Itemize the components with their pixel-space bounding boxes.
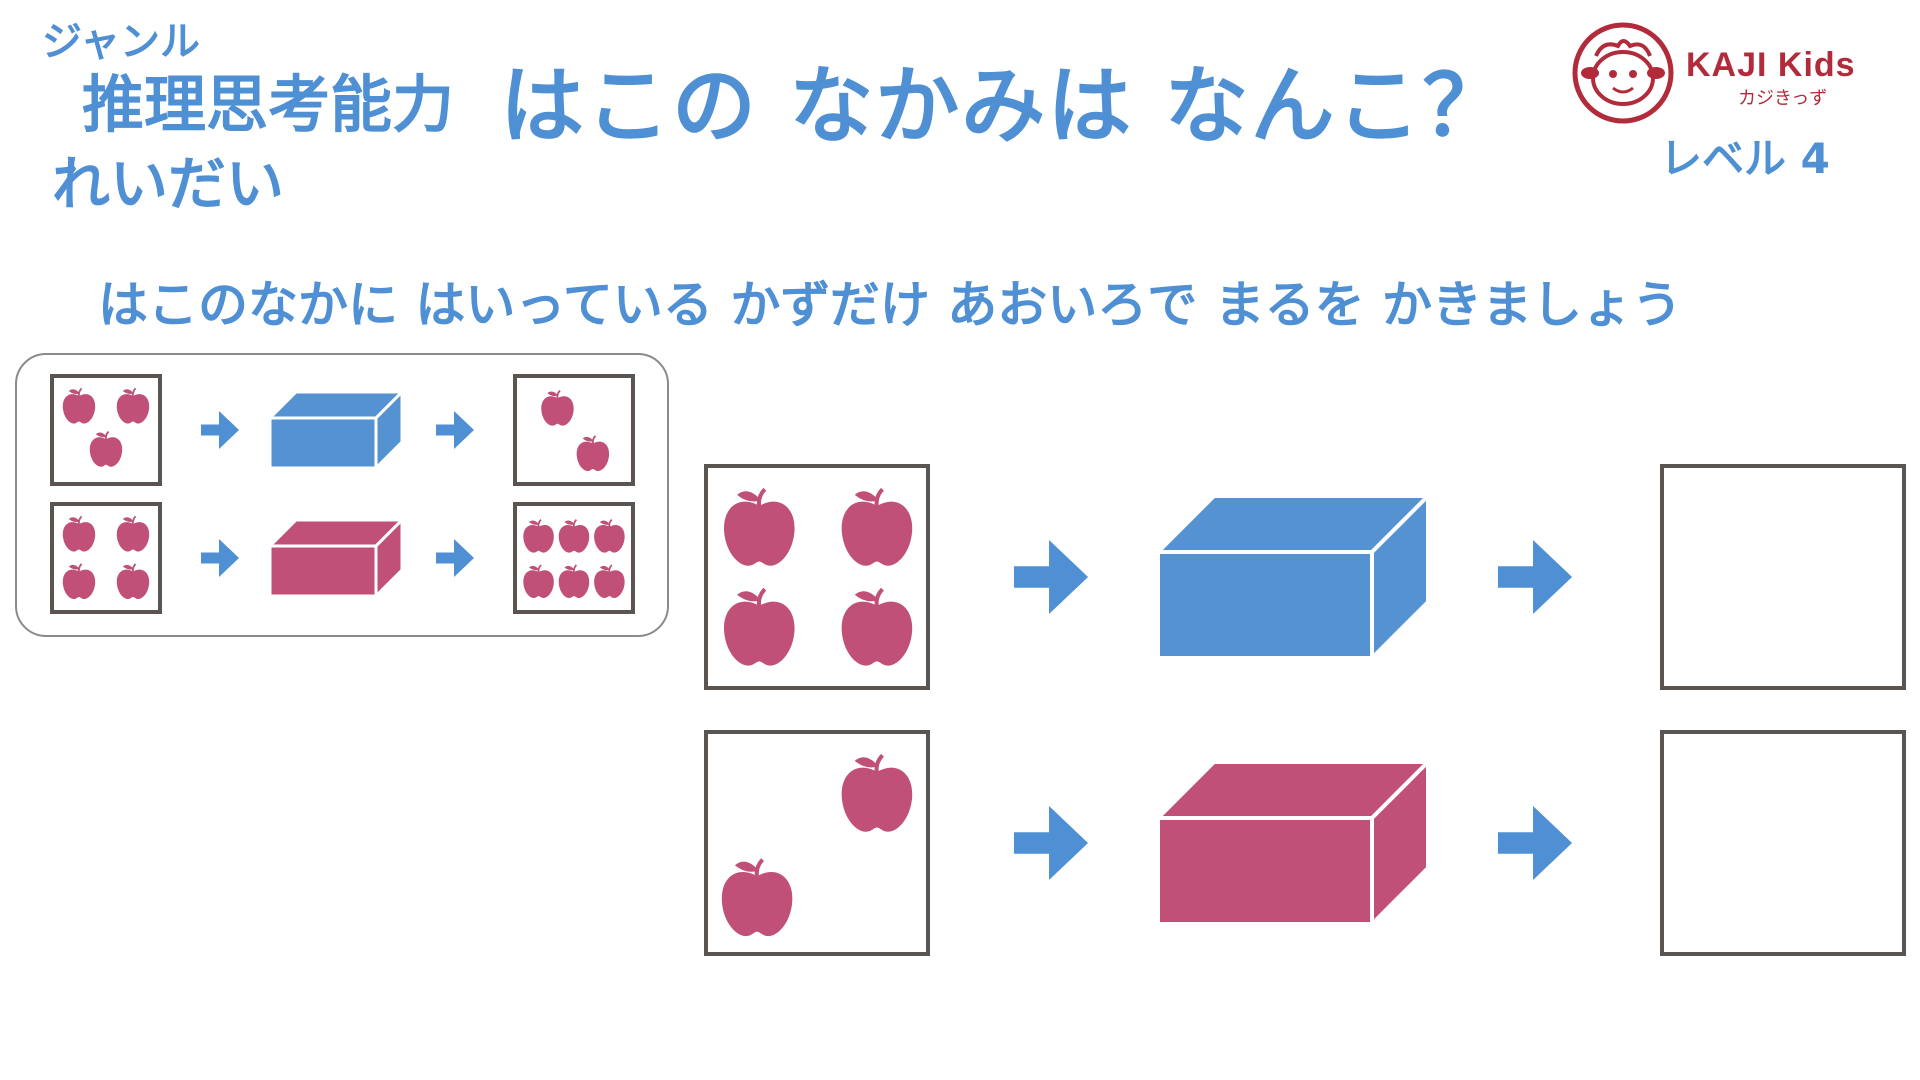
arrow-right-icon (1497, 539, 1573, 615)
page-title: はこの なかみは なんこ？ (500, 57, 1509, 155)
output-frame (513, 374, 635, 486)
arrow-right-icon (1497, 805, 1573, 881)
arrow-right-icon (1013, 805, 1089, 881)
box-3d-icon (1156, 494, 1430, 660)
example-row (50, 502, 635, 614)
arrow-right-icon (201, 539, 239, 577)
arrow-right-icon (201, 411, 239, 449)
box-3d-icon (1156, 760, 1430, 926)
sheep-face-icon (1572, 22, 1674, 124)
problem-row (704, 730, 1906, 956)
box-3d-icon (268, 390, 404, 470)
problem-row (704, 464, 1906, 690)
input-frame (50, 374, 162, 486)
genre-value: 推理思考能力 (82, 68, 455, 141)
genre-label: ジャンル (42, 19, 200, 65)
arrow-right-icon (436, 411, 474, 449)
logo-brand: KAJI Kids (1686, 46, 1856, 84)
problem-area (704, 464, 1906, 956)
instruction-text: はこのなかに はいっている かずだけ あおいろで まるを かきましょう (98, 276, 1683, 334)
arrow-right-icon (436, 539, 474, 577)
arrow-right-icon (1013, 539, 1089, 615)
answer-frame (1660, 464, 1906, 690)
example-label: れいだい (52, 150, 285, 218)
box-3d-icon (268, 518, 404, 598)
example-panel (15, 353, 669, 637)
answer-frame (1660, 730, 1906, 956)
kaji-kids-logo: KAJI Kids カジきっず (1568, 18, 1898, 128)
example-row (50, 374, 635, 486)
logo-subtitle: カジきっず (1738, 88, 1828, 109)
level-label: レベル 4 (1660, 134, 1830, 183)
